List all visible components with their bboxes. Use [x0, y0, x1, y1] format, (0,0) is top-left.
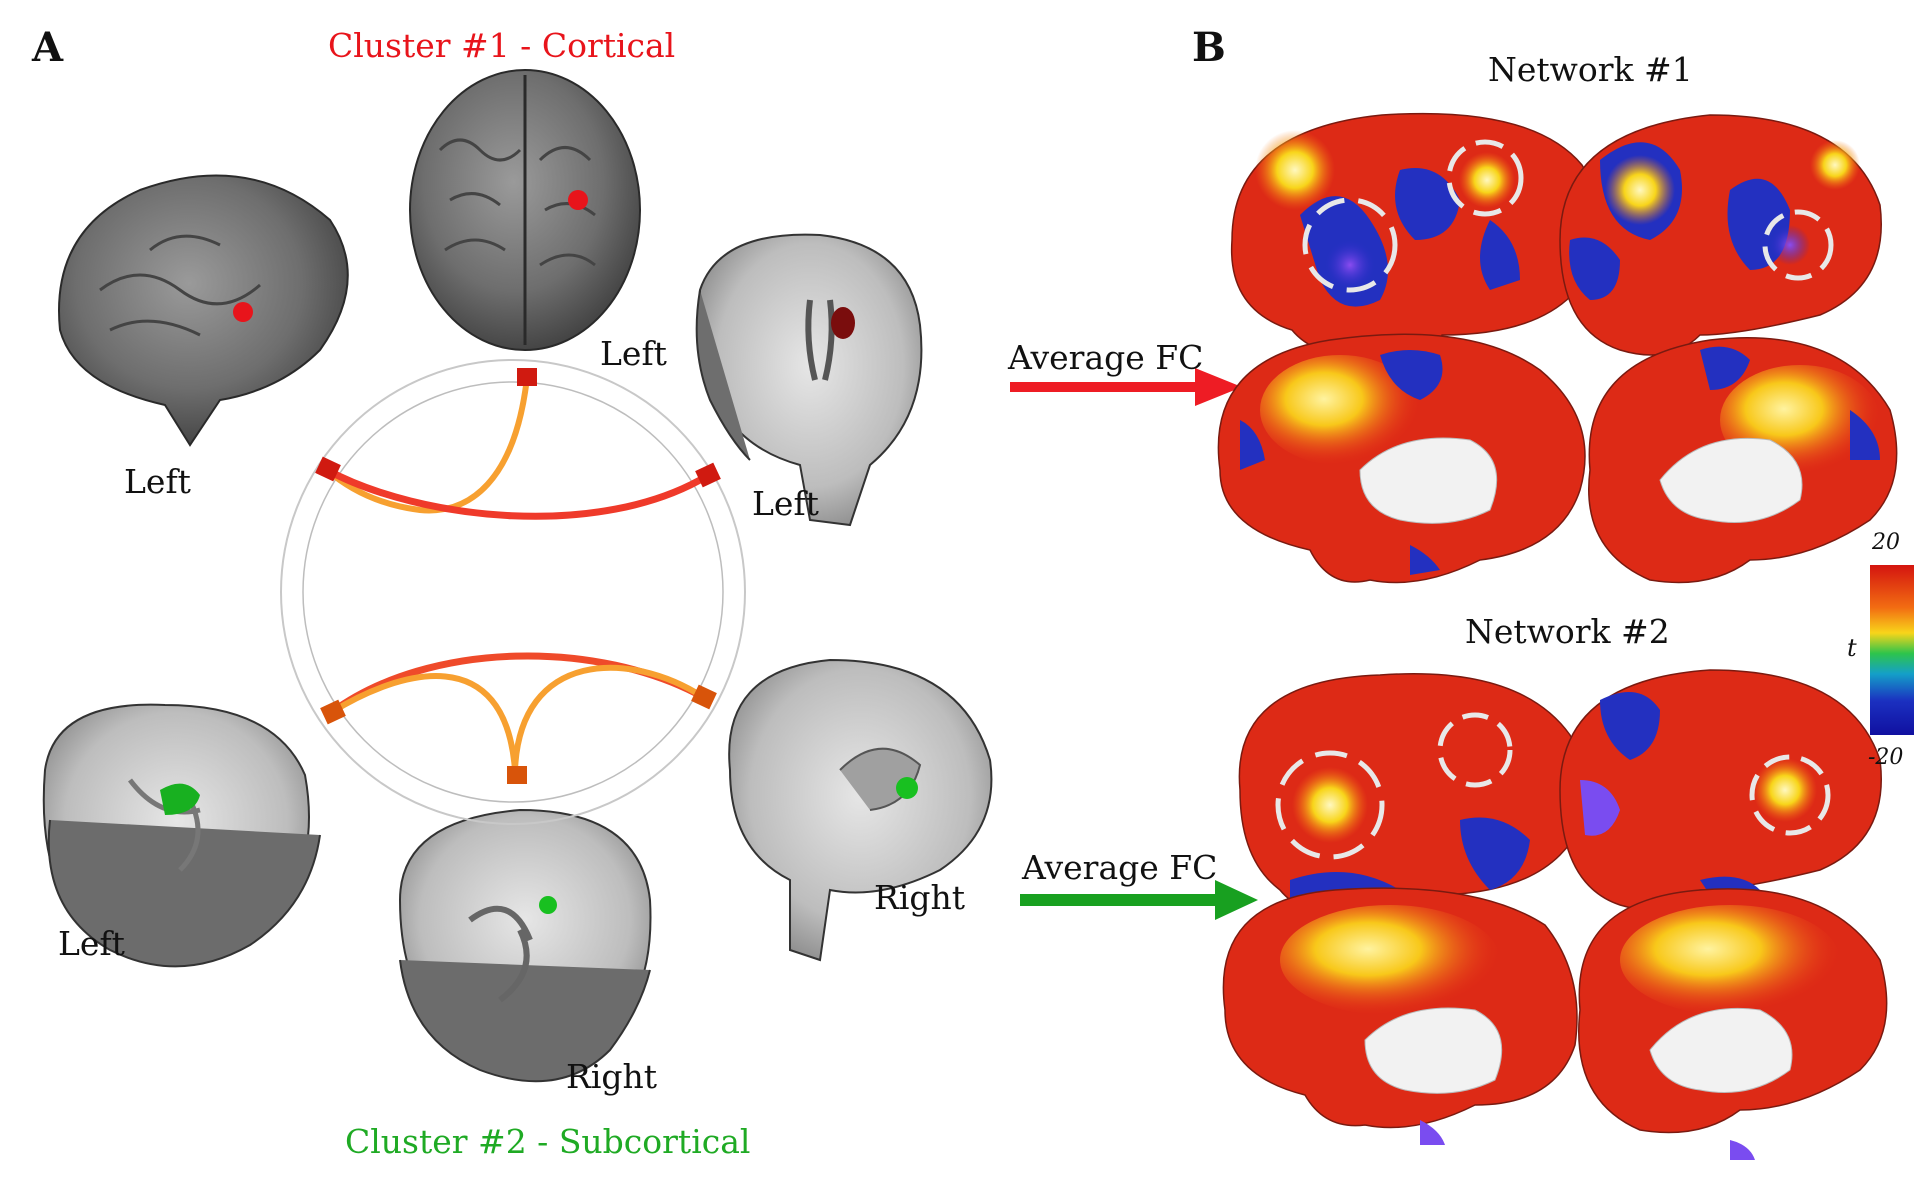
colorbar-min-label: -20 — [1868, 745, 1904, 770]
colorbar — [1870, 565, 1914, 735]
cluster2-marker-axial — [539, 896, 557, 914]
surface-net2-lateral-right — [1559, 669, 1882, 911]
cluster1-marker-coronal — [831, 307, 855, 339]
brain-axial-top — [409, 69, 641, 351]
arrow2-label: Average FC — [1022, 848, 1218, 887]
arrow1-label: Average FC — [1008, 338, 1204, 377]
network1-title: Network #1 — [1488, 50, 1693, 89]
arrow-network1 — [1010, 368, 1242, 406]
node-cluster2-left — [320, 699, 346, 725]
label-axial-top: Left — [600, 334, 667, 373]
colorbar-symbol: t — [1847, 634, 1857, 662]
label-axial-oblique: Left — [58, 924, 125, 963]
surface-net2-medial-right — [1578, 888, 1888, 1160]
brain-lateral-left — [58, 174, 349, 447]
node-cluster1-left — [315, 456, 341, 482]
colorbar-max-label: 20 — [1872, 530, 1900, 555]
edge-cluster2-orange-right — [512, 664, 705, 771]
brain-coronal-slice — [695, 233, 923, 527]
arrow-network2 — [1020, 880, 1258, 920]
surface-net1-medial-right — [1588, 337, 1898, 584]
network2-title: Network #2 — [1465, 612, 1670, 651]
edge-cluster1-red — [325, 466, 709, 520]
node-cluster1-right — [695, 462, 721, 488]
node-cluster2-right — [691, 684, 717, 710]
edge-cluster2-orange-left — [330, 673, 518, 771]
surface-net2-lateral-left — [1238, 673, 1589, 936]
label-coronal: Left — [752, 484, 819, 523]
brain-axial-bottom — [398, 808, 652, 1083]
panel-letter-a: A — [32, 24, 64, 71]
cluster2-marker-sagittal — [896, 777, 918, 799]
surface-net1-lateral-right — [1559, 114, 1882, 356]
brain-axial-oblique — [42, 703, 321, 968]
panel-letter-b: B — [1192, 24, 1226, 71]
cluster2-title: Cluster #2 - Subcortical — [345, 1122, 751, 1161]
connectogram — [280, 359, 746, 825]
surface-net1-lateral-left — [1230, 112, 1603, 367]
brain-sagittal — [728, 658, 993, 962]
cluster2-marker-oblique — [160, 783, 200, 815]
label-lateral-left: Left — [124, 462, 191, 501]
surface-net2-medial-left — [1222, 887, 1578, 1145]
cluster1-title: Cluster #1 - Cortical — [328, 26, 676, 65]
label-axial-bottom: Right — [566, 1057, 658, 1096]
node-cluster1-top — [517, 368, 537, 386]
cluster1-marker-lateral — [233, 302, 253, 322]
cluster1-marker-axial — [568, 190, 588, 210]
label-sagittal: Right — [874, 878, 966, 917]
edge-cluster1-orange — [325, 377, 530, 514]
surface-net1-medial-left — [1217, 333, 1586, 584]
node-cluster2-bottom — [507, 766, 527, 784]
